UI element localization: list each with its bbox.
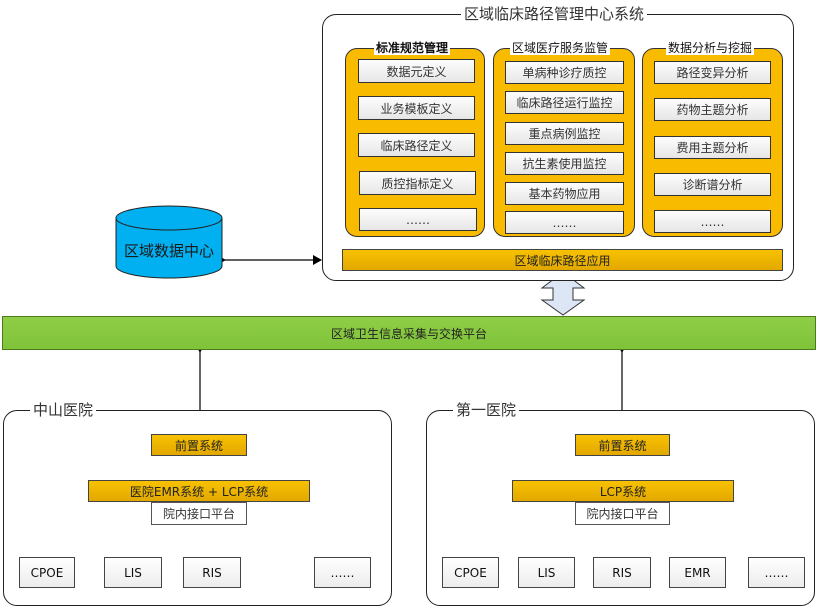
hospital-1-subsystem[interactable]: CPOE bbox=[19, 557, 75, 588]
hospital-2-subsystem[interactable]: LIS bbox=[518, 557, 575, 588]
list-item[interactable]: 质控指标定义 bbox=[359, 171, 476, 195]
list-item[interactable]: 重点病例监控 bbox=[505, 122, 624, 145]
hospital-2-front-system[interactable]: 前置系统 bbox=[575, 434, 670, 456]
hospital-1-front-system[interactable]: 前置系统 bbox=[151, 434, 247, 456]
exchange-platform-bar[interactable]: 区域卫生信息采集与交换平台 bbox=[2, 316, 816, 350]
exchange-double-arrow bbox=[540, 271, 586, 316]
list-item[interactable]: 临床路径定义 bbox=[358, 133, 475, 157]
hospital-1-subsystem[interactable]: RIS bbox=[183, 557, 241, 588]
list-item[interactable]: 路径变异分析 bbox=[654, 61, 771, 84]
list-item[interactable]: 抗生素使用监控 bbox=[505, 152, 624, 175]
column-analysis-title: 数据分析与挖掘 bbox=[666, 41, 755, 55]
hospital-1-subsystem[interactable]: LIS bbox=[104, 557, 162, 588]
regional-clinical-path-app-bar[interactable]: 区域临床路径应用 bbox=[342, 249, 783, 271]
list-item[interactable]: 诊断谱分析 bbox=[654, 173, 771, 196]
list-item[interactable]: 数据元定义 bbox=[358, 59, 475, 83]
column-supervision-title: 区域医疗服务监管 bbox=[510, 41, 611, 55]
data-center-label: 区域数据中心 bbox=[123, 242, 214, 260]
list-item[interactable]: 基本药物应用 bbox=[505, 182, 624, 205]
hospital-2-subsystem[interactable]: …… bbox=[748, 557, 805, 588]
list-item[interactable]: 业务模板定义 bbox=[358, 96, 475, 120]
center-system-title: 区域临床路径管理中心系统 bbox=[461, 6, 648, 22]
hospital-1-subsystem[interactable]: …… bbox=[314, 557, 371, 588]
list-item[interactable]: 药物主题分析 bbox=[654, 98, 771, 121]
hospital-2-subsystem[interactable]: CPOE bbox=[442, 557, 499, 588]
hospital-2-core-system[interactable]: LCP系统 bbox=[512, 480, 734, 502]
hospital-2-subsystem[interactable]: RIS bbox=[593, 557, 651, 588]
list-item[interactable]: …… bbox=[505, 211, 624, 234]
hospital-1-title: 中山医院 bbox=[30, 402, 97, 418]
hospital-2-title: 第一医院 bbox=[453, 402, 520, 418]
list-item[interactable]: 费用主题分析 bbox=[654, 136, 771, 159]
hospital-2-subsystem[interactable]: EMR bbox=[669, 557, 726, 588]
hospital-1-core-system[interactable]: 医院EMR系统 + LCP系统 bbox=[88, 480, 310, 502]
data-center-cylinder-icon[interactable] bbox=[114, 203, 224, 283]
hospital-1-interface-platform[interactable]: 院内接口平台 bbox=[151, 502, 247, 525]
hospital-2-interface-platform[interactable]: 院内接口平台 bbox=[575, 502, 670, 525]
list-item[interactable]: 单病种诊疗质控 bbox=[505, 61, 624, 84]
column-standards-title: 标准规范管理 bbox=[374, 41, 451, 55]
list-item[interactable]: …… bbox=[654, 210, 771, 233]
list-item[interactable]: …… bbox=[359, 208, 477, 231]
list-item[interactable]: 临床路径运行监控 bbox=[505, 91, 624, 114]
